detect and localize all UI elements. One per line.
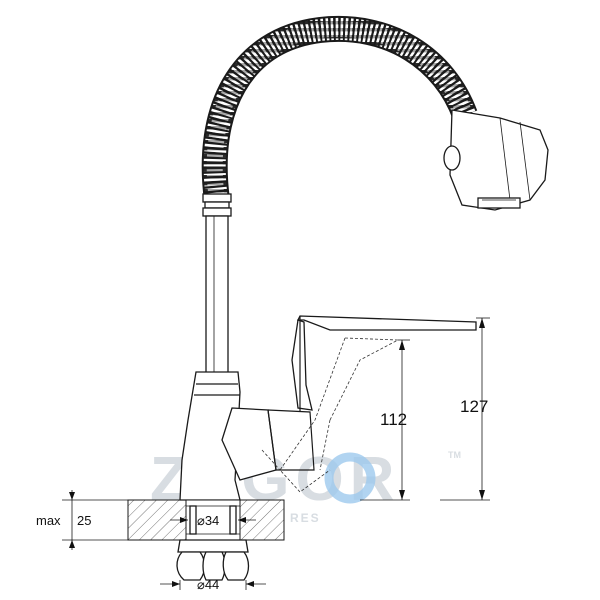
watermark-subtext: RES [290,511,321,525]
dimension-25-label: 25 [77,513,91,528]
watermark-o-accent [324,452,376,504]
dimension-44-label: ⌀44 [197,577,219,592]
dimension-spout-height: 112 [360,339,410,501]
dimension-base-diameter: ⌀44 [160,577,266,592]
mounting-nut [176,539,250,581]
spray-head [443,109,549,211]
spout-tube [205,215,229,377]
hose-collar [202,193,232,217]
dimension-max-label: max [36,513,61,528]
watermark-trademark: TM [448,450,461,460]
lever-handle[interactable] [291,315,477,412]
lever-alternate-position [261,337,400,493]
flexible-hose [201,15,478,202]
dimension-mount-diameter: ⌀34 [170,513,256,528]
dimension-34-label: ⌀34 [197,513,219,528]
dimension-127-label: 127 [460,397,488,416]
dimension-max-thickness: max 25 [36,490,128,550]
dimension-112-label: 112 [380,410,407,429]
dimension-total-height: 127 [440,317,490,501]
faucet-body [179,371,315,501]
